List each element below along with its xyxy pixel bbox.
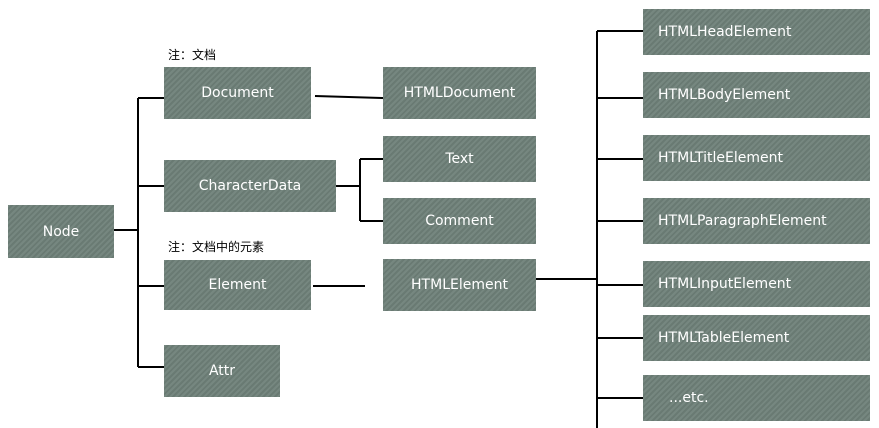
htmlbodyelement-box: HTMLBodyElement	[643, 72, 870, 118]
connector-htmldocument	[314, 95, 384, 99]
htmltitleelement-box: HTMLTitleElement	[643, 135, 870, 181]
htmltableelement-box: HTMLTableElement	[643, 315, 870, 361]
note-element: 注：文档中的元素	[168, 240, 265, 254]
htmlparagraphelement-box: HTMLParagraphElement	[643, 198, 870, 244]
htmlinputelement-box: HTMLInputElement	[643, 261, 870, 307]
comment-box: Comment	[383, 198, 536, 244]
note-document: 注：文档	[168, 48, 217, 62]
text-box: Text	[383, 136, 536, 182]
attr-box: Attr	[164, 345, 280, 397]
htmlelement-box: HTMLElement	[383, 259, 536, 311]
node-box: Node	[8, 205, 114, 258]
element-box: Element	[164, 260, 311, 310]
etc-box: ...etc.	[643, 375, 870, 421]
characterdata-box: CharacterData	[164, 160, 336, 212]
document-box: Document	[164, 67, 311, 119]
htmldocument-box: HTMLDocument	[383, 67, 536, 119]
htmlheadelement-box: HTMLHeadElement	[643, 9, 870, 55]
